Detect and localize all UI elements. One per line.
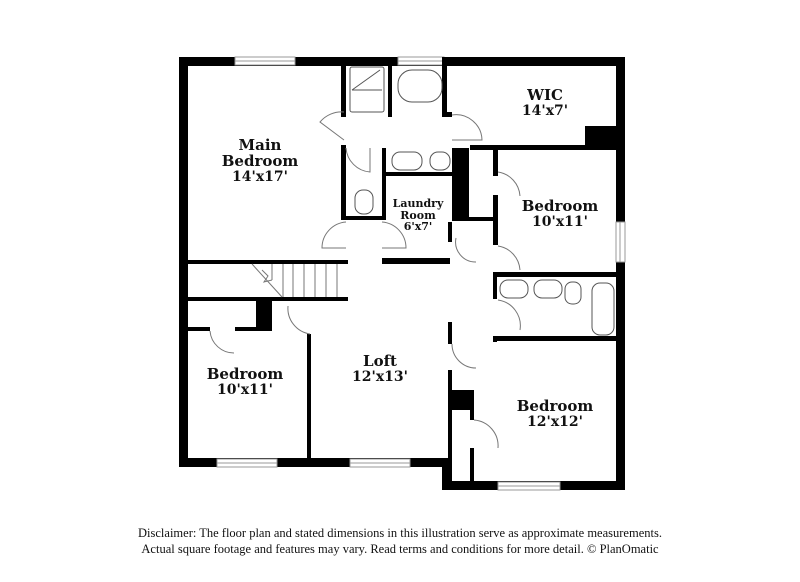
room-label-laundry-room: Laundry Room 6'x7'	[392, 197, 444, 234]
room-label-main-bedroom: Main Bedroom 14'x17'	[221, 136, 299, 185]
tub-2	[591, 282, 615, 336]
door-swings	[209, 111, 521, 449]
fixtures	[349, 66, 615, 336]
disclaimer: Disclaimer: The floor plan and stated di…	[0, 525, 800, 557]
room-label-bedroom-se: Bedroom 12'x12'	[516, 397, 594, 430]
room-label-bedroom-ne: Bedroom 10'x11'	[521, 197, 599, 230]
windows	[216, 56, 626, 491]
stairs	[251, 263, 338, 298]
room-label-bedroom-sw: Bedroom 10'x11'	[206, 365, 284, 398]
room-label-loft: Loft 12'x13'	[352, 352, 408, 385]
disclaimer-line-2: Actual square footage and features may v…	[141, 542, 659, 556]
room-label-wic: WIC 14'x7'	[521, 86, 569, 119]
bathtub	[397, 69, 443, 103]
disclaimer-line-1: Disclaimer: The floor plan and stated di…	[138, 526, 662, 540]
toilet	[354, 189, 374, 215]
interior-walls	[188, 57, 625, 490]
